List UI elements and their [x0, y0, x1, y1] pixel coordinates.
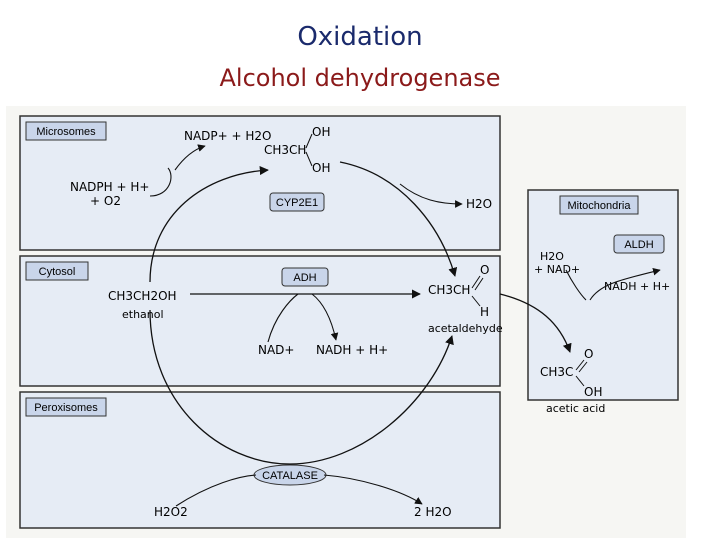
gemdiol-to-acetaldehyde-arrow: [339, 161, 458, 277]
acetic-acid-name: acetic acid: [546, 402, 605, 415]
page-subtitle: Alcohol dehydrogenase: [219, 64, 501, 92]
ethanol-formula: CH3CH2OH: [108, 289, 177, 303]
nadp-h2o: NADP+ + H2O: [184, 129, 272, 143]
cytosol-compartment: [19, 255, 501, 387]
mito-nad: + NAD+: [534, 263, 580, 276]
aldh-enzyme: ALDH: [624, 239, 653, 251]
acetic-acid-oh: OH: [584, 385, 602, 399]
mitochondria-compartment: [527, 189, 679, 401]
page-title: Oxidation: [297, 22, 423, 52]
two-h2o: 2 H2O: [414, 505, 452, 519]
gem-diol-bonds: [305, 133, 313, 167]
microsomes-label: Microsomes: [36, 126, 96, 138]
h2o-microsome: H2O: [466, 197, 492, 211]
gem-diol-oh-bottom: OH: [312, 161, 330, 175]
catalase-pathway-arrow: [149, 309, 454, 465]
adh-enzyme-box: [281, 267, 329, 287]
peroxisomes-label: Peroxisomes: [34, 402, 98, 414]
acetic-acid-bonds: [575, 359, 588, 387]
h2o-out-peroxisome-arrow: [323, 474, 423, 505]
mito-nadh-out-arrow: [589, 267, 661, 301]
nad-in-arrow: [267, 293, 299, 343]
h2o2: H2O2: [154, 505, 188, 519]
cytosol-label: Cytosol: [39, 266, 76, 278]
mito-nadh: NADH + H+: [604, 280, 670, 293]
ethanol-oxidation-diagram: Microsomes Cytosol Peroxisomes Mitochond…: [6, 106, 686, 538]
o2: + O2: [90, 194, 121, 208]
nadph-in-arrow: [149, 167, 172, 197]
h2o-out-arrow: [399, 183, 463, 208]
cytosol-label-box: [25, 261, 89, 281]
cyp2e1-enzyme-box: [269, 192, 325, 212]
adh-enzyme: ADH: [293, 272, 316, 284]
h2o2-in-arrow: [175, 474, 257, 507]
aldh-enzyme-box: [613, 234, 665, 254]
acetaldehyde-formula: CH3CH: [428, 283, 470, 297]
acetic-acid-formula: CH3C: [540, 365, 573, 379]
acetaldehyde-bonds: [471, 275, 484, 307]
ethanol-name: ethanol: [122, 308, 164, 321]
acetaldehyde-o: O: [480, 263, 489, 277]
mito-nad-in-arrow: [565, 269, 587, 301]
nad-plus: NAD+: [258, 343, 294, 357]
aldh-reaction-arrow: [499, 293, 572, 353]
gem-diol-oh-top: OH: [312, 125, 330, 139]
nadh-h: NADH + H+: [316, 343, 388, 357]
mito-h2o: H2O: [540, 250, 564, 263]
peroxisomes-label-box: [25, 397, 107, 417]
catalase-enzyme: CATALASE: [262, 470, 318, 482]
acetic-acid-o: O: [584, 347, 593, 361]
microsomes-label-box: [25, 121, 107, 141]
cyp2e1-enzyme: CYP2E1: [276, 197, 318, 209]
nadph-h: NADPH + H+: [70, 180, 149, 194]
mitochondria-label: Mitochondria: [568, 200, 632, 212]
gem-diol-ch3ch: CH3CH: [264, 143, 306, 157]
ethanol-to-gemdiol-arrow: [149, 165, 269, 283]
mitochondria-label-box: [559, 195, 639, 215]
nadp-out-arrow: [174, 144, 206, 171]
acetaldehyde-h: H: [480, 305, 489, 319]
nadh-out-arrow: [311, 293, 339, 341]
acetaldehyde-name: acetaldehyde: [428, 322, 503, 335]
